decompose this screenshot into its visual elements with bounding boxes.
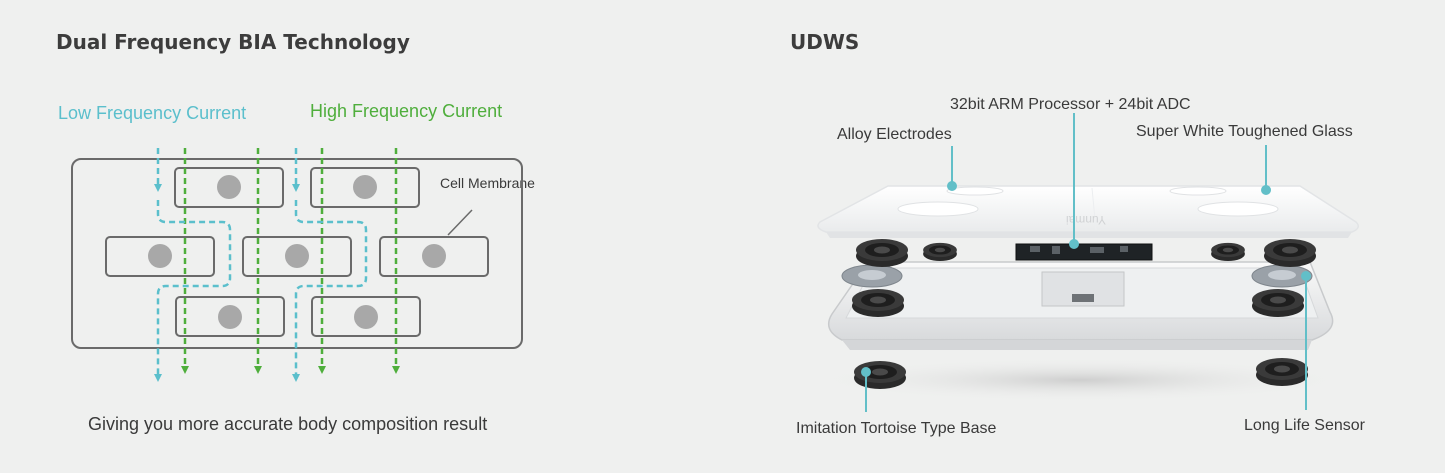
nucleus bbox=[148, 244, 172, 268]
upper-foot bbox=[1264, 239, 1316, 267]
nucleus bbox=[354, 305, 378, 329]
low-frequency-currents bbox=[154, 148, 368, 382]
caption: Giving you more accurate body compositio… bbox=[88, 414, 488, 434]
tortoise-foot bbox=[1256, 358, 1308, 386]
callout-base-dot bbox=[861, 367, 871, 377]
electrode bbox=[1169, 186, 1227, 196]
cell bbox=[310, 167, 420, 208]
callout-glass-dot bbox=[1261, 185, 1271, 195]
electrode bbox=[946, 186, 1004, 196]
circuit-board bbox=[1015, 243, 1153, 261]
callout-processor-dot bbox=[1069, 239, 1079, 249]
cell-membrane-label: Cell Membrane bbox=[440, 175, 535, 191]
cell-membrane-pointer bbox=[447, 209, 473, 236]
scale-exploded-view: Yunmai bbox=[810, 113, 1359, 412]
high-frequency-currents bbox=[181, 148, 400, 374]
cell bbox=[175, 296, 285, 337]
cell bbox=[174, 167, 284, 208]
nucleus bbox=[422, 244, 446, 268]
low-frequency-label: Low Frequency Current bbox=[58, 103, 247, 123]
electrodes-callout-label: Alloy Electrodes bbox=[837, 126, 952, 143]
sensor-plate bbox=[841, 264, 903, 288]
nucleus bbox=[217, 175, 241, 199]
cell bbox=[105, 236, 215, 277]
electrode bbox=[1197, 201, 1279, 217]
sensor-callout-label: Long Life Sensor bbox=[1244, 417, 1365, 434]
udws-title: UDWS bbox=[790, 30, 860, 54]
tortoise-foot bbox=[854, 361, 906, 389]
upper-foot bbox=[1211, 242, 1245, 262]
callout-sensor-dot bbox=[1301, 271, 1311, 281]
load-sensor bbox=[1252, 289, 1304, 317]
brand-mark: Yunmai bbox=[1066, 213, 1106, 227]
nucleus bbox=[218, 305, 242, 329]
load-sensor bbox=[852, 289, 904, 317]
glass-top: Yunmai bbox=[817, 185, 1359, 238]
upper-foot bbox=[856, 239, 908, 267]
bia-title: Dual Frequency BIA Technology bbox=[56, 30, 410, 54]
nucleus bbox=[285, 244, 309, 268]
cell bbox=[311, 296, 421, 337]
high-frequency-label: High Frequency Current bbox=[310, 101, 503, 121]
processor-callout-label: 32bit ARM Processor + 24bit ADC bbox=[950, 96, 1191, 113]
cell bbox=[379, 236, 489, 277]
callouts bbox=[861, 113, 1311, 412]
glass-callout-label: Super White Toughened Glass bbox=[1136, 123, 1353, 140]
base-callout-label: Imitation Tortoise Type Base bbox=[796, 420, 997, 437]
upper-foot bbox=[923, 242, 957, 262]
cell bbox=[242, 236, 352, 277]
nucleus bbox=[353, 175, 377, 199]
callout-electrodes-dot bbox=[947, 181, 957, 191]
bia-diagram bbox=[71, 148, 523, 382]
electrode bbox=[897, 201, 979, 217]
